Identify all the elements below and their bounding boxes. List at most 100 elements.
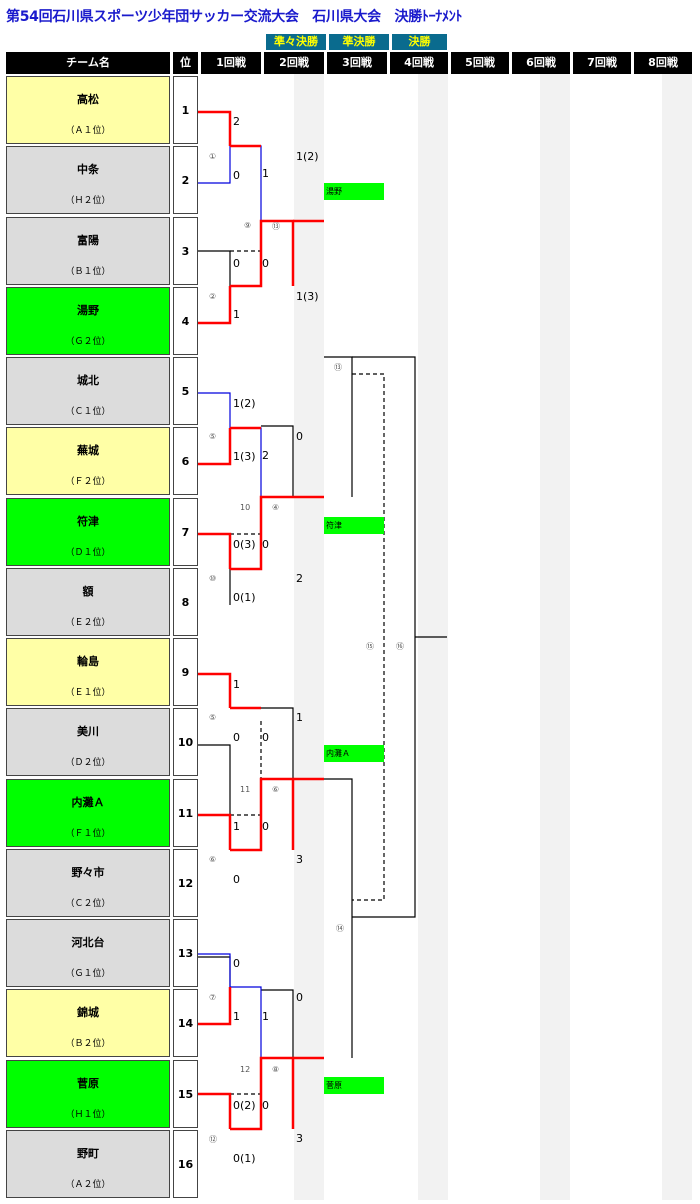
score-round-1: 0 (233, 169, 240, 182)
score-round-1: 0(3) (233, 538, 256, 551)
team-row: 額 （Ｅ２位） (6, 567, 170, 636)
seed-number: 7 (173, 497, 198, 566)
team-name: 美川 (77, 725, 99, 739)
score-round-1: 1(2) (233, 397, 256, 410)
team-row: 蕪城 （Ｆ２位） (6, 427, 170, 496)
score-round-1: 0(1) (233, 1152, 256, 1165)
team-seed: （Ｂ１位） (65, 266, 111, 277)
score-round-2: 0 (262, 257, 269, 270)
column-stripe (540, 74, 570, 1200)
winner-label: 菅原 (324, 1077, 384, 1094)
score-round-2: 1 (262, 167, 269, 180)
match-number: ⑧ (272, 1065, 280, 1074)
score-round-2: 3 (296, 853, 303, 866)
team-seed: （Ａ２位） (65, 1179, 111, 1190)
team-row: 符津（Ｄ１位） (6, 497, 170, 566)
score-round-2: 0 (296, 430, 303, 443)
score-round-1: 2 (233, 115, 240, 128)
team-row: 河北台（Ｇ１位） (6, 919, 170, 987)
score-round-2: 0 (262, 1099, 269, 1112)
team-row: 錦城 （Ｂ２位） (6, 989, 170, 1058)
team-seed: （Ｆ１位） (65, 828, 111, 839)
match-number: ⑮ (366, 642, 374, 651)
team-name: 額 (82, 584, 94, 598)
score-round-1: 1(3) (233, 450, 256, 463)
score-round-2: 0 (296, 991, 303, 1004)
header-seed: 位 (173, 52, 198, 74)
seed-number: 15 (173, 1059, 198, 1128)
team-name: 符津 (77, 514, 99, 528)
match-number: ⑤ (209, 713, 217, 722)
round-label-semifinal: 準決勝 (329, 34, 389, 50)
seed-number: 2 (173, 146, 198, 215)
team-row: 野々市（Ｃ２位） (6, 848, 170, 917)
winner-label: 内灘Ａ (324, 745, 384, 762)
header-round-2: 2回戦 (264, 52, 324, 74)
header-round-7: 7回戦 (573, 52, 631, 74)
match-number: ⑦ (209, 993, 217, 1002)
team-name: 河北台 (71, 936, 105, 949)
score-round-1: 0 (233, 873, 240, 886)
team-name: 輪島 (77, 655, 99, 668)
score-round-2: 0 (262, 731, 269, 744)
team-name: 蕪城 (77, 444, 99, 458)
score-round-1: 1 (233, 1010, 240, 1023)
team-seed: （Ｄ２位） (65, 758, 111, 769)
round-label-final: 決勝 (392, 34, 447, 50)
team-seed: （Ａ１位） (65, 126, 111, 136)
bracket-black-lines (198, 250, 447, 1058)
score-round-1: 0 (233, 957, 240, 970)
team-row: 湯野（Ｇ２位） (6, 286, 170, 355)
team-row: 城北（Ｃ１位） (6, 357, 170, 425)
score-round-2: 0 (262, 538, 269, 551)
seed-number: 5 (173, 357, 198, 425)
seed-number: 8 (173, 567, 198, 636)
team-seed: （Ｃ１位） (65, 407, 111, 417)
team-name: 高松 (77, 93, 99, 106)
match-number: ⑤ (209, 432, 217, 441)
team-row: 菅原（Ｈ１位） (6, 1059, 170, 1128)
team-seed: （Ｅ２位） (65, 617, 111, 628)
seed-number: 16 (173, 1129, 198, 1198)
team-seed: （Ｅ１位） (65, 688, 111, 698)
score-round-2: 2 (262, 449, 269, 462)
score-round-2: 1 (262, 1010, 269, 1023)
team-row: 野町 （Ａ２位） (6, 1129, 170, 1198)
team-row: 内灘Ａ（Ｆ１位） (6, 778, 170, 847)
team-name: 錦城 (77, 1006, 99, 1020)
bracket-red-lines (198, 110, 324, 1131)
score-round-2: 1 (296, 711, 303, 724)
team-row: 中条（Ｈ２位） (6, 146, 170, 215)
score-round-1: 0(2) (233, 1099, 256, 1112)
header-round-5: 5回戦 (451, 52, 509, 74)
page-title: 第54回石川県スポーツ少年団サッカー交流大会 石川県大会 決勝ﾄｰﾅﾒﾝﾄ (6, 9, 463, 25)
team-seed: （Ｆ２位） (65, 477, 111, 488)
match-number: ⑯ (396, 642, 404, 651)
seed-number: 11 (173, 778, 198, 847)
team-row: 富陽（Ｂ１位） (6, 216, 170, 285)
header-round-8: 8回戦 (634, 52, 692, 74)
seed-number: 9 (173, 638, 198, 706)
header-team-name: チーム名 (6, 52, 170, 74)
match-number: ④ (272, 503, 280, 512)
seed-number: 4 (173, 286, 198, 355)
seed-number: 6 (173, 427, 198, 496)
team-seed: （Ｂ２位） (65, 1039, 111, 1050)
score-round-1: 0 (233, 257, 240, 270)
header-round-1: 1回戦 (201, 52, 261, 74)
team-name: 野町 (77, 1146, 99, 1160)
team-name: 中条 (77, 163, 99, 177)
seed-number: 14 (173, 989, 198, 1058)
seed-number: 12 (173, 848, 198, 917)
winner-label: 符津 (324, 517, 384, 534)
match-number: ⑨ (244, 221, 252, 230)
match-number: 11 (240, 785, 251, 794)
seed-number: 10 (173, 708, 198, 777)
score-round-2: 3 (296, 1132, 303, 1145)
column-stripe (662, 74, 692, 1200)
score-round-2: 1(3) (296, 290, 319, 303)
match-number: ① (209, 152, 217, 161)
match-number: 12 (240, 1065, 251, 1074)
team-seed: （Ｈ１位） (65, 1109, 111, 1120)
